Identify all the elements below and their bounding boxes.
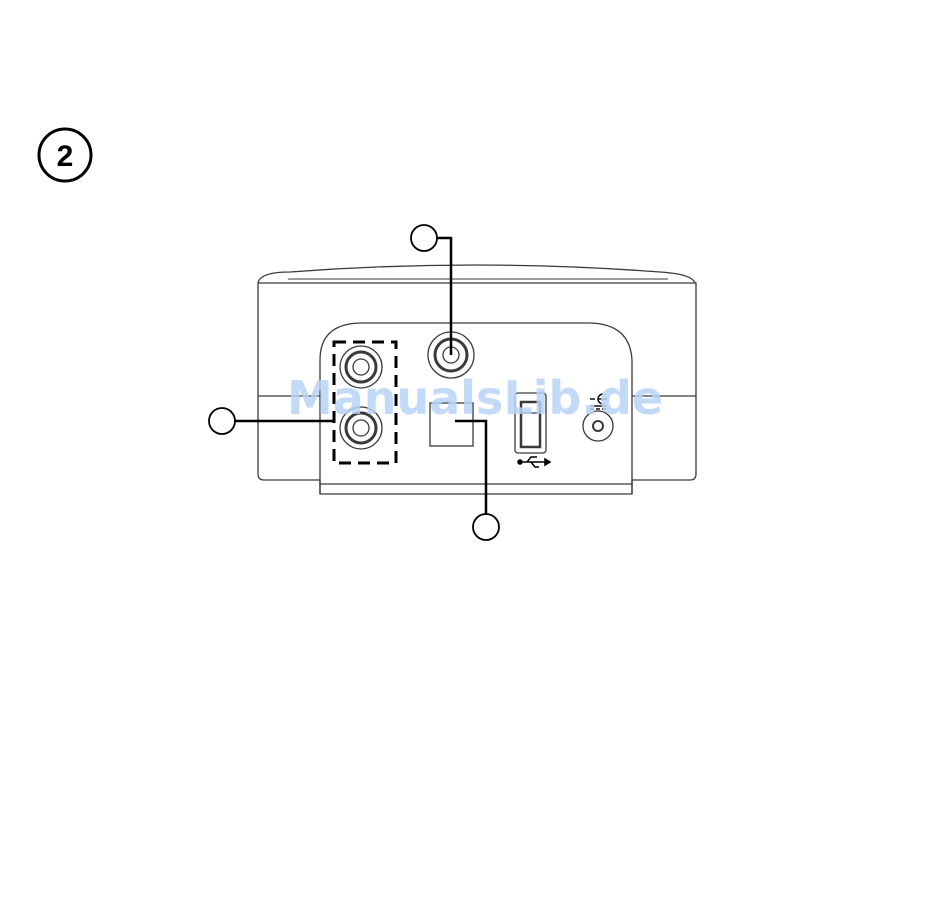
callout-optical	[455, 421, 499, 540]
callout-circle-bottom	[473, 514, 499, 540]
usb-icon	[518, 457, 550, 467]
callout-coaxial	[411, 225, 451, 355]
callout-circle-top	[411, 225, 437, 251]
callout-line-bottom	[455, 421, 486, 514]
watermark-text: ManualsLib.de	[287, 371, 663, 425]
callout-circle-left	[209, 408, 235, 434]
step-badge: 2	[39, 129, 91, 181]
step-number: 2	[57, 140, 74, 173]
callout-line-top	[437, 238, 451, 355]
device-top-edge	[258, 265, 695, 283]
